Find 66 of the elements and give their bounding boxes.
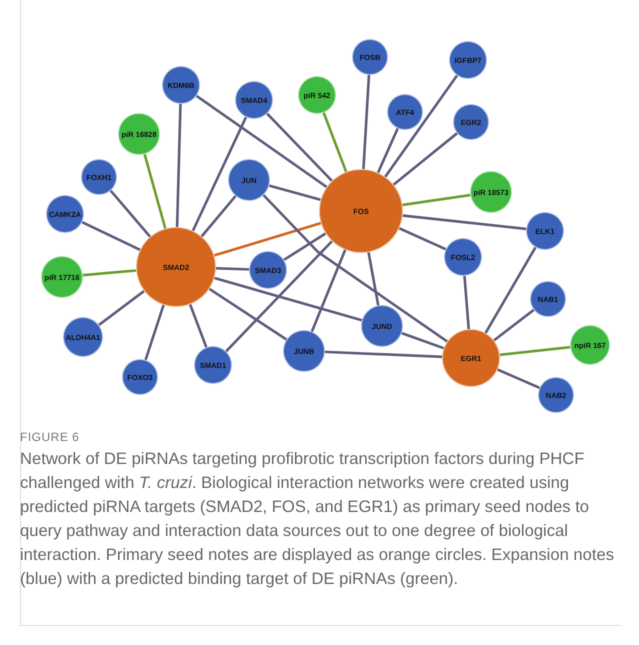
connector-line <box>463 276 470 330</box>
connector-line <box>82 269 136 276</box>
connector-line <box>402 214 526 230</box>
connector-line <box>376 128 399 174</box>
expansion-node-circle <box>63 317 103 357</box>
connector-line <box>82 221 140 251</box>
expansion-node-circle <box>449 41 487 79</box>
connector-line <box>398 227 446 250</box>
expansion-node-circle <box>122 359 158 395</box>
expansion-node-circle <box>538 377 574 413</box>
connector-line <box>283 232 326 261</box>
seed-node-circle <box>136 227 216 307</box>
expansion-node-circle <box>444 238 482 276</box>
connector-line <box>110 190 151 238</box>
expansion-node-circle <box>194 346 232 384</box>
connector-line <box>484 246 537 334</box>
connector-line <box>367 252 380 306</box>
connector-line <box>262 194 448 343</box>
expansion-node-circle <box>387 94 423 130</box>
seed-node-circle <box>442 329 500 387</box>
connector-line <box>176 104 182 228</box>
connector-line <box>324 350 442 358</box>
connector-line <box>500 346 570 356</box>
connector-line <box>208 288 288 341</box>
expansion-node-circle <box>352 39 388 75</box>
pirna-node-circle <box>298 76 336 114</box>
connector-line <box>188 304 208 348</box>
connector-line <box>266 112 333 182</box>
connector-line <box>268 184 321 202</box>
expansion-node-circle <box>283 330 325 372</box>
connector-line <box>401 332 444 350</box>
connector-line <box>216 267 250 271</box>
connector-line <box>225 240 333 352</box>
connector-line <box>493 308 534 342</box>
connector-line <box>192 116 248 232</box>
figure-label: FIGURE 6 <box>20 430 80 444</box>
pirna-node-circle <box>470 171 512 213</box>
connector-line <box>310 249 346 332</box>
pirna-node-circle <box>118 113 160 155</box>
connector-line <box>143 154 167 229</box>
connector-line <box>402 194 470 206</box>
connector-line <box>200 195 236 238</box>
connector-line <box>214 276 362 322</box>
figure-caption: Network of DE piRNAs targeting profibrotic transcription factors during PHCF challenged with T. cruzi. Biological interaction networks were created using predicted piRNA targets (SMAD2, FOS, and EGR1) as primary seed nodes to query pathway and interaction data sources out to one degree of biological interaction. Primary seed notes are displayed as orange circles. Expansion notes (blue) with a predicted binding target of DE piRNAs (green). <box>20 448 616 590</box>
connector-line <box>322 112 348 172</box>
connector-line <box>214 222 322 257</box>
expansion-node-circle <box>530 281 566 317</box>
connector-line <box>497 368 540 389</box>
expansion-node-circle <box>46 195 84 233</box>
pirna-node-circle <box>41 256 83 298</box>
expansion-node-circle <box>526 212 564 250</box>
connector-line <box>362 74 370 170</box>
expansion-node-circle <box>162 66 200 104</box>
expansion-node-circle <box>81 159 117 195</box>
expansion-node-circle <box>361 305 403 347</box>
connector-line <box>196 94 328 188</box>
seed-node-circle <box>319 169 403 253</box>
connector-line <box>144 304 165 360</box>
expansion-node-circle <box>249 251 287 289</box>
pirna-node-circle <box>570 325 610 365</box>
connector-line <box>384 74 458 178</box>
connector-line <box>98 290 145 326</box>
expansion-node-circle <box>235 81 273 119</box>
connector-line <box>392 132 458 186</box>
expansion-node-circle <box>453 104 489 140</box>
expansion-node-circle <box>228 159 270 201</box>
